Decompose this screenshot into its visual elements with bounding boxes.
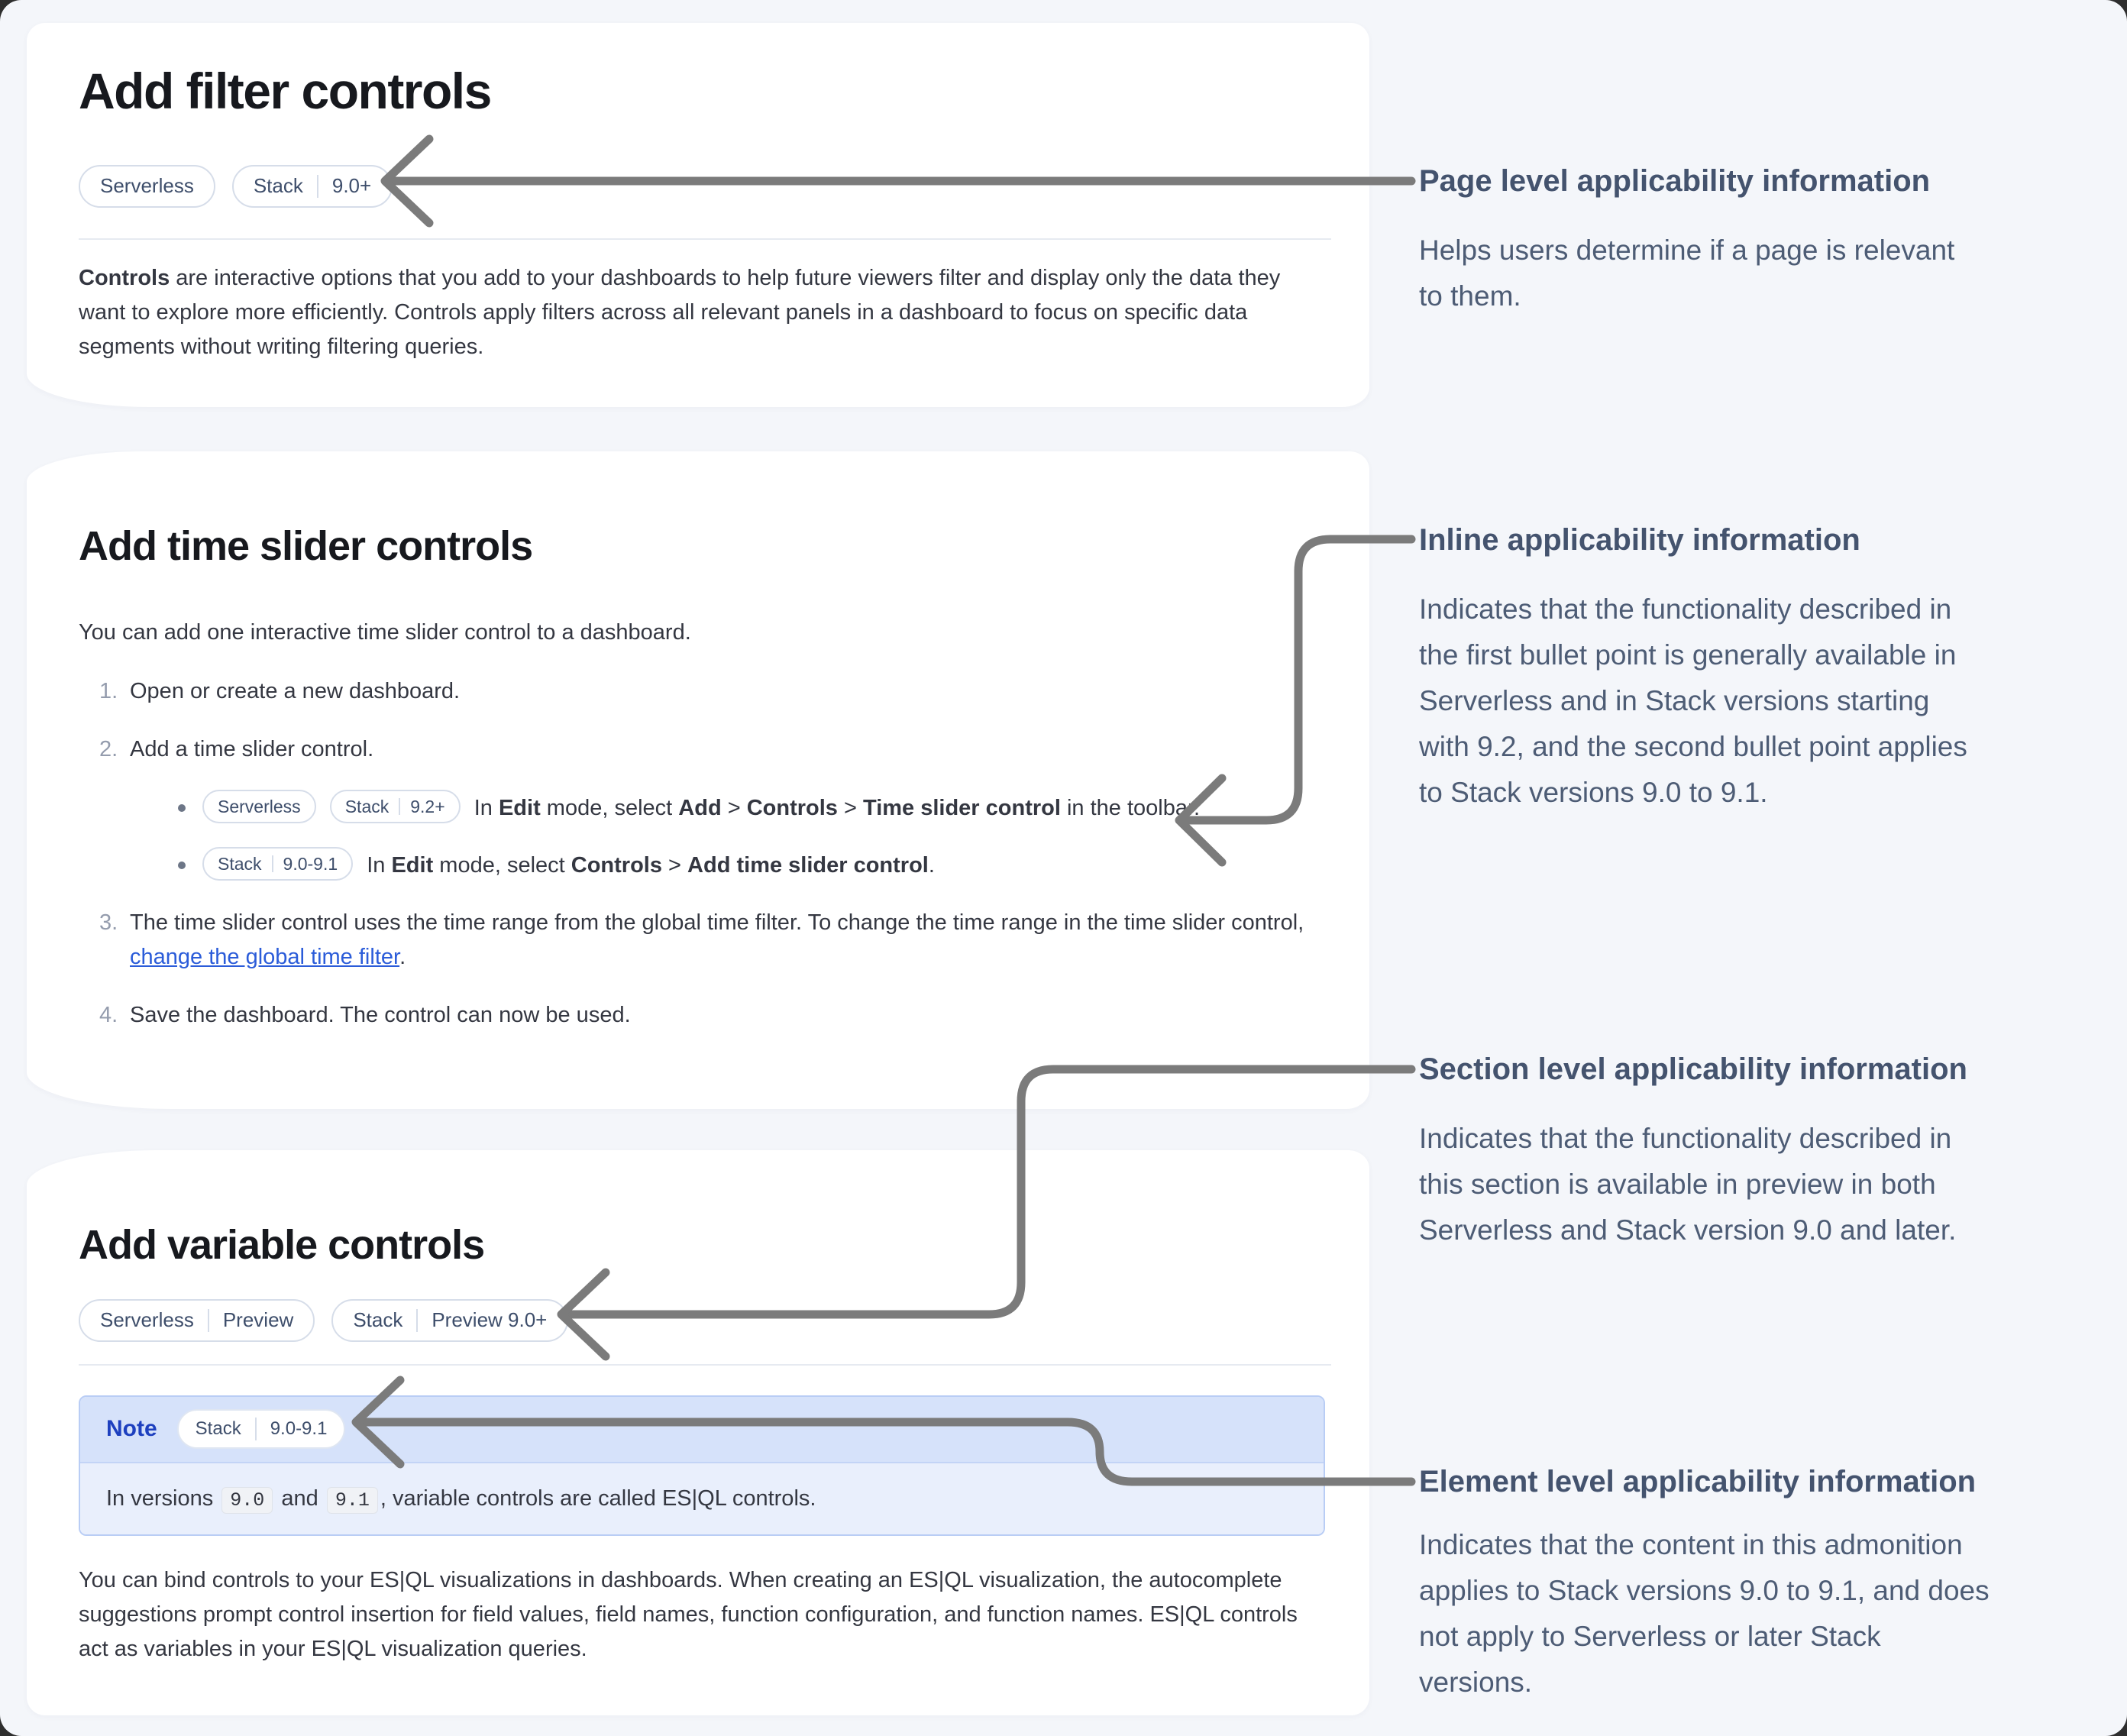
annotation-text: Helps users determine if a page is relev…: [1419, 234, 1955, 312]
note-admonition: Note Stack 9.0-9.1 In versions 9.0 and 9…: [79, 1395, 1325, 1536]
badge-divider: [254, 1418, 257, 1441]
section-add-filter-controls: Add filter controls Serverless Stack 9.0…: [27, 23, 1369, 407]
section-applicability-badges: Serverless Preview Stack Preview 9.0+: [79, 1298, 1331, 1342]
badge-divider: [316, 174, 318, 198]
intro-paragraph: Controls are interactive options that yo…: [79, 265, 1281, 359]
list-item: 3. The time slider control uses the time…: [99, 910, 1304, 969]
annotation-text: Indicates that the functionality describ…: [1419, 593, 1967, 808]
bullet-icon: [178, 803, 186, 812]
badge-divider: [207, 1308, 209, 1332]
annotation-text: Indicates that the content in this admon…: [1419, 1529, 1990, 1698]
annotation-title: Page level applicability information: [1419, 164, 1931, 198]
badge-divider: [271, 855, 273, 872]
section-paragraph: You can bind controls to your ES|QL visu…: [79, 1567, 1298, 1661]
page-applicability-badges: Serverless Stack 9.0+: [79, 164, 1331, 208]
note-header: Note Stack 9.0-9.1: [80, 1396, 1324, 1463]
section-title: Add time slider controls: [79, 523, 533, 569]
nested-bullet-list: Serverless Stack 9.2+ In Edit mode, sele…: [178, 789, 1331, 883]
badge-divider: [399, 797, 401, 815]
annotation-page-level: Page level applicability information Hel…: [1419, 162, 2106, 319]
section-add-variable-controls: Add variable controls Serverless Preview…: [27, 1150, 1369, 1715]
ordered-list: 1. Open or create a new dashboard. 2. Ad…: [79, 674, 1331, 1033]
note-label: Note: [106, 1416, 157, 1442]
list-item: Stack 9.0-9.1 In Edit mode, select Contr…: [178, 846, 1331, 883]
note-body: In versions 9.0 and 9.1, variable contro…: [80, 1463, 1324, 1534]
list-item: Serverless Stack 9.2+ In Edit mode, sele…: [178, 789, 1331, 826]
badge-serverless-preview: Serverless Preview: [79, 1298, 315, 1342]
badge-serverless: Serverless: [79, 164, 215, 208]
badge-stack-9-2: Stack 9.2+: [329, 789, 461, 823]
divider: [79, 1363, 1331, 1366]
annotation-element-level: Element level applicability information …: [1419, 1463, 2106, 1705]
section-intro: You can add one interactive time slider …: [79, 619, 691, 645]
section-title: Add variable controls: [79, 1222, 485, 1268]
divider: [79, 238, 1331, 240]
annotation-title: Element level applicability information: [1419, 1465, 1977, 1498]
badge-stack-9-0: Stack 9.0+: [231, 164, 393, 208]
annotation-section-level: Section level applicability information …: [1419, 1050, 2106, 1253]
badge-stack-9-0-9-1: Stack 9.0-9.1: [202, 846, 354, 881]
list-item: 1. Open or create a new dashboard.: [99, 678, 461, 703]
annotation-text: Indicates that the functionality describ…: [1419, 1123, 1957, 1246]
section-add-time-slider-controls: Add time slider controls You can add one…: [27, 451, 1369, 1109]
annotation-title: Section level applicability information: [1419, 1052, 1967, 1086]
annotation-title: Inline applicability information: [1419, 523, 1860, 557]
badge-stack-preview-9-0: Stack Preview 9.0+: [331, 1298, 569, 1342]
list-item: 2. Add a time slider control.: [99, 736, 374, 761]
annotation-inline-level: Inline applicability information Indicat…: [1419, 521, 2106, 816]
page-title: Add filter controls: [79, 63, 492, 119]
badge-serverless: Serverless: [202, 789, 316, 823]
badge-divider: [416, 1308, 419, 1332]
list-item: 4. Save the dashboard. The control can n…: [99, 1002, 631, 1027]
text-link[interactable]: change the global time filter: [130, 944, 400, 969]
badge-stack-9-0-9-1: Stack 9.0-9.1: [176, 1409, 346, 1450]
bullet-icon: [178, 861, 186, 869]
